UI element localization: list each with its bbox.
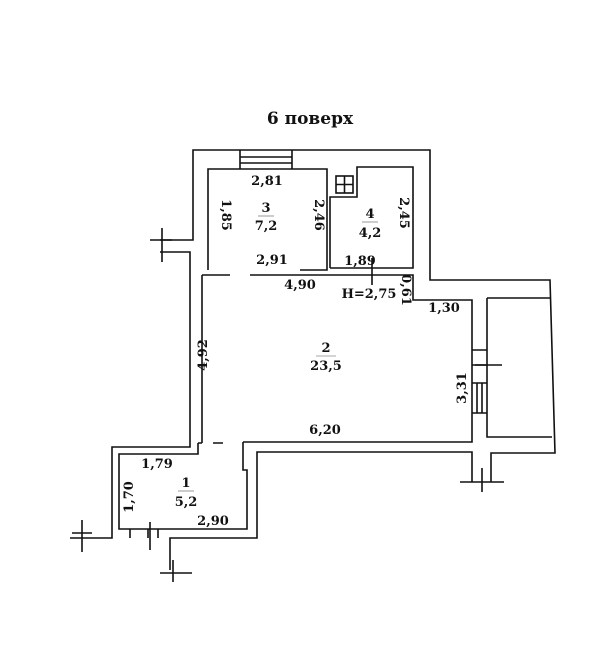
dim-r2-step: 1,30 [428,301,460,316]
dim-r3-top: 2,81 [251,174,283,189]
ceiling-height: H=2,75 [342,287,397,302]
room-1-number: 1 [181,476,190,491]
dim-r2-left: 4,92 [196,339,211,371]
dimension-labels: 2,81 1,85 2,46 2,91 2,45 1,89 4,90 H=2,7… [122,174,470,529]
room-2-area: 23,5 [310,359,342,374]
dim-r4-right: 2,45 [396,197,411,229]
dim-r3-left: 1,85 [218,199,233,231]
dim-r1-bottom: 2,90 [197,514,229,529]
dim-r2-top: 4,90 [284,278,316,293]
floor-title: 6 поверх [267,109,354,129]
dim-r3-bottom: 2,91 [256,253,288,268]
room-3-number: 3 [261,201,270,216]
room-3-area: 7,2 [255,219,278,234]
dim-r4-bottom: 1,89 [344,254,376,269]
dim-r3-right: 2,46 [311,199,326,231]
room-2-number: 2 [321,341,330,356]
dim-r2-right: 3,31 [455,372,470,404]
room-4-area: 4,2 [359,226,382,241]
dim-r2-bottom: 6,20 [309,423,341,438]
walls [70,149,556,582]
vent-icon [335,175,354,194]
room-1-area: 5,2 [175,495,198,510]
room-4-number: 4 [365,207,374,222]
dim-r1-top: 1,79 [141,457,173,472]
room-labels: 3 7,2 4 4,2 2 23,5 1 5,2 [175,201,382,510]
dim-r2-notch: 0,61 [398,274,413,306]
dim-r1-left: 1,70 [122,481,137,513]
